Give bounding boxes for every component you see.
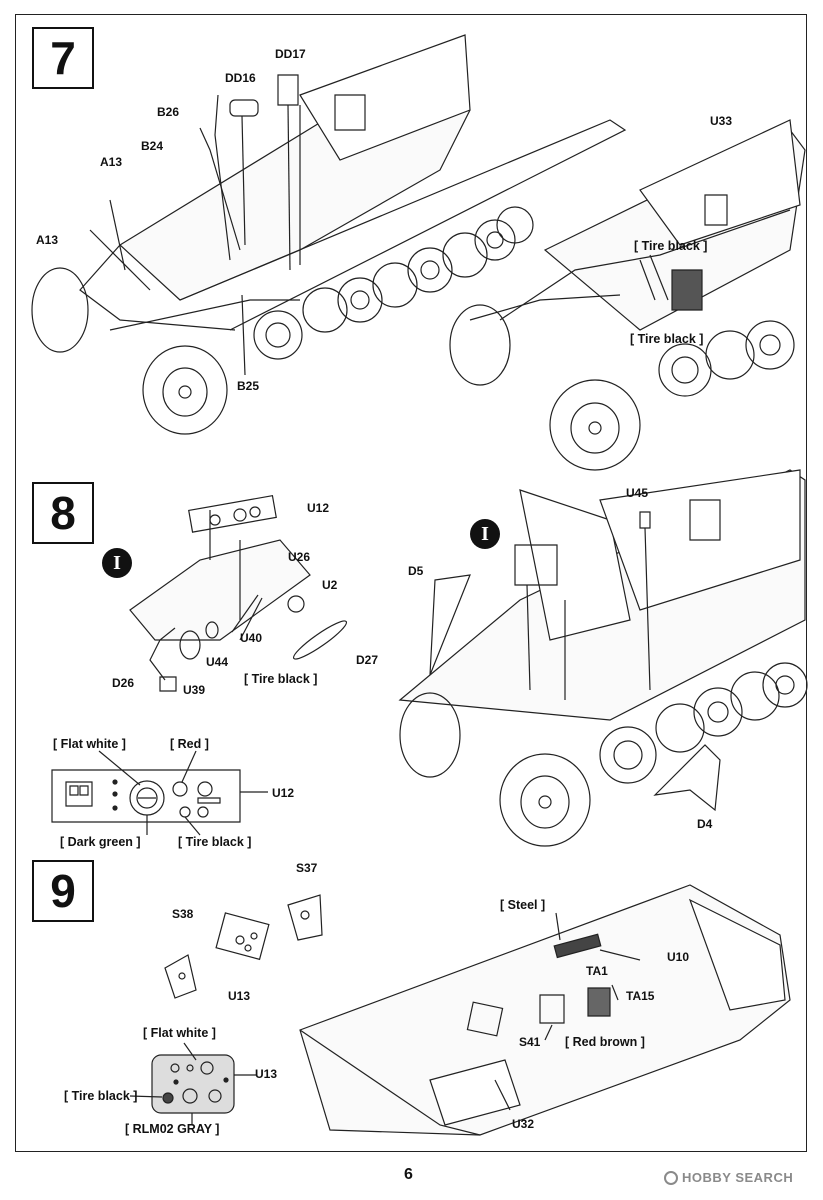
paint-steel: [ Steel ] — [500, 898, 546, 912]
label-u44: U44 — [206, 655, 229, 669]
step7-vehicle-left — [32, 35, 625, 434]
paint-flat-white-u12: [ Flat white ] — [53, 737, 126, 751]
label-ta15: TA15 — [626, 989, 655, 1003]
label-b26: B26 — [157, 105, 180, 119]
u13-detail — [130, 1043, 256, 1125]
label-u13-detail: U13 — [255, 1067, 278, 1081]
label-u12-detail: U12 — [272, 786, 295, 800]
u12-panel-detail — [52, 751, 268, 835]
label-ta1: TA1 — [586, 964, 608, 978]
paint-tire-black-wheel: [ Tire black ] — [244, 672, 318, 686]
step-9-number: 9 — [32, 860, 94, 922]
label-u12: U12 — [307, 501, 330, 515]
label-b25: B25 — [237, 379, 260, 393]
label-u13: U13 — [228, 989, 251, 1003]
page-frame — [15, 14, 807, 1152]
label-s37: S37 — [296, 861, 318, 875]
label-dd16: DD16 — [225, 71, 256, 85]
paint-tire-black-u12: [ Tire black ] — [178, 835, 252, 849]
label-u26: U26 — [288, 550, 311, 564]
step7-vehicle-right — [450, 120, 805, 470]
label-d27: D27 — [356, 653, 379, 667]
step9-u13-subassembly — [165, 895, 322, 998]
marker-i-right: I — [470, 519, 500, 549]
label-d26: D26 — [112, 676, 135, 690]
paint-dark-green-u12: [ Dark green ] — [60, 835, 141, 849]
label-b24: B24 — [141, 139, 164, 153]
label-u45: U45 — [626, 486, 649, 500]
paint-red-brown: [ Red brown ] — [565, 1035, 645, 1049]
label-a13-lower: A13 — [36, 233, 59, 247]
label-u39: U39 — [183, 683, 206, 697]
step-8-number: 8 — [32, 482, 94, 544]
label-dd17: DD17 — [275, 47, 306, 61]
paint-tire-black-2: [ Tire black ] — [630, 332, 704, 346]
label-d5: D5 — [408, 564, 424, 578]
paint-rlm02-gray: [ RLM02 GRAY ] — [125, 1122, 220, 1136]
step9-hull — [300, 885, 790, 1135]
label-s38: S38 — [172, 907, 194, 921]
watermark: HOBBY SEARCH — [664, 1170, 793, 1185]
label-u33: U33 — [710, 114, 733, 128]
paint-tire-black-1: [ Tire black ] — [634, 239, 708, 253]
marker-i-left: I — [102, 548, 132, 578]
hobby-search-logo-icon — [664, 1170, 678, 1185]
watermark-text: HOBBY SEARCH — [682, 1170, 794, 1185]
label-a13-upper: A13 — [100, 155, 123, 169]
paint-red-u12: [ Red ] — [170, 737, 209, 751]
label-u2: U2 — [322, 578, 338, 592]
step-7-number: 7 — [32, 27, 94, 89]
paint-flat-white-u13: [ Flat white ] — [143, 1026, 216, 1040]
label-u40: U40 — [240, 631, 263, 645]
paint-tire-black-u13: [ Tire black ] — [64, 1089, 138, 1103]
step8-dashboard-subassembly — [130, 496, 350, 691]
page-number: 6 — [404, 1166, 413, 1183]
label-s41: S41 — [519, 1035, 541, 1049]
label-u10: U10 — [667, 950, 690, 964]
step8-vehicle — [400, 470, 807, 846]
label-u32: U32 — [512, 1117, 535, 1131]
label-d4: D4 — [697, 817, 713, 831]
